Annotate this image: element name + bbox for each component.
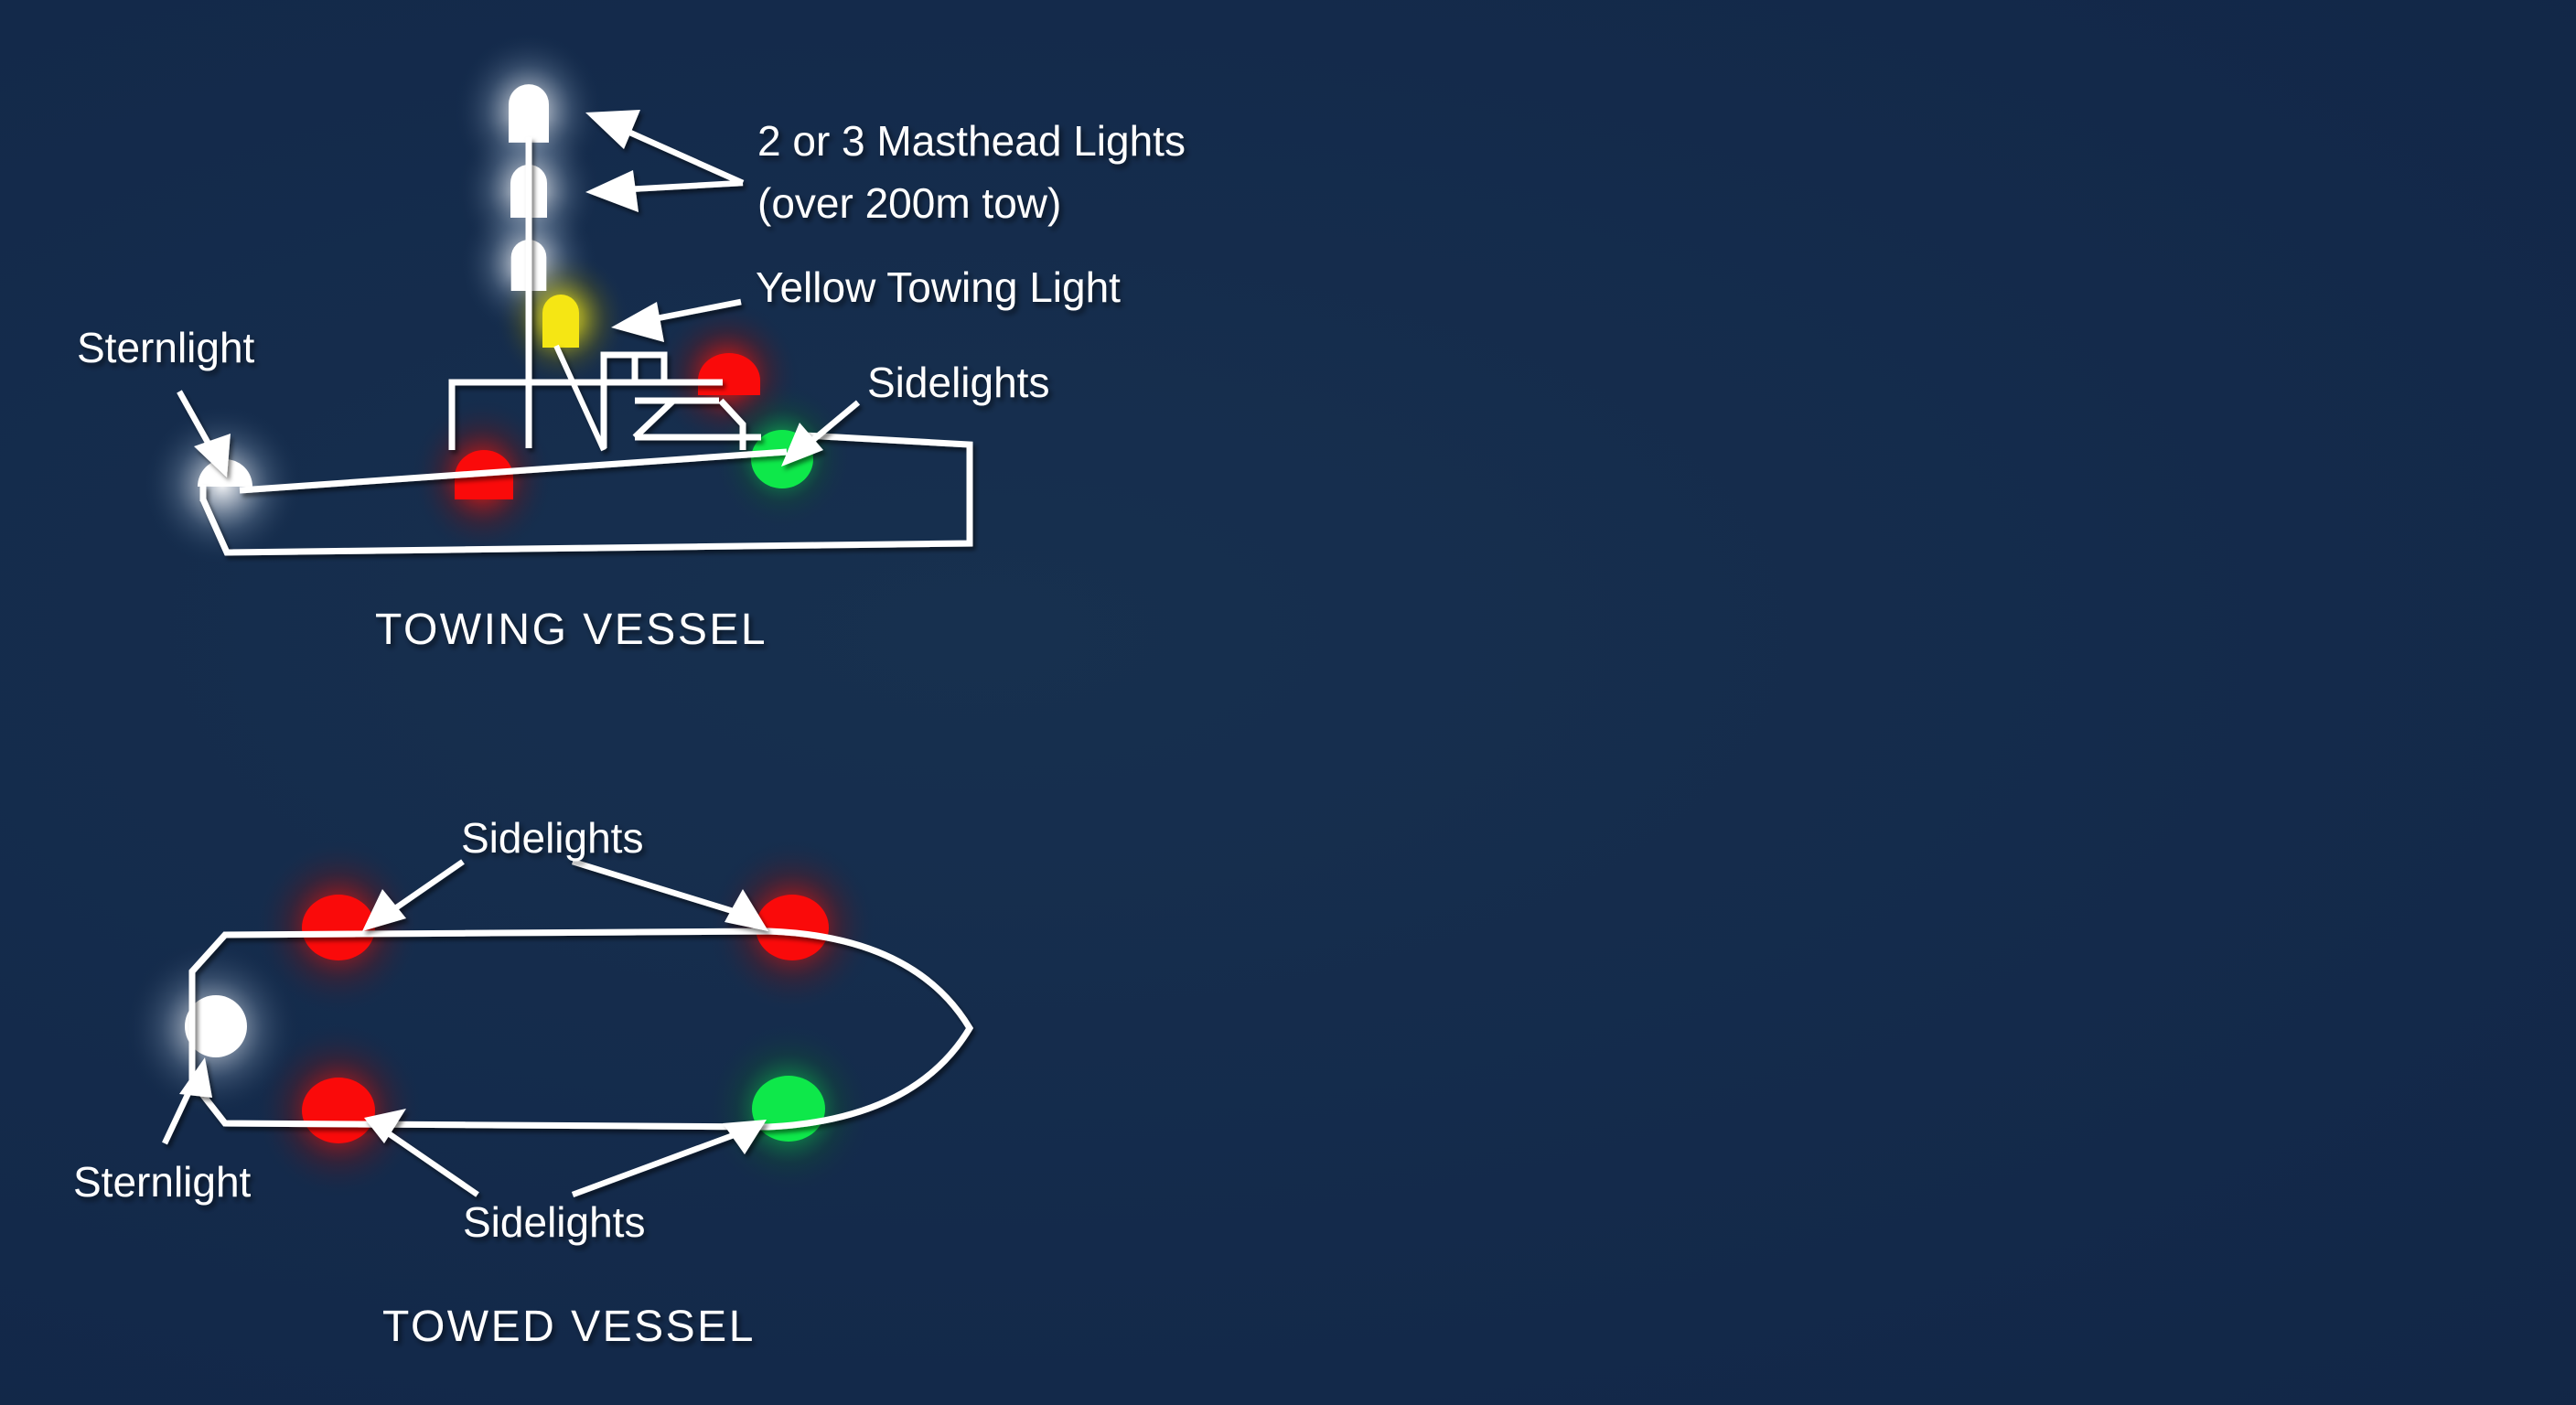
towed-vessel-caption: TOWED VESSEL xyxy=(382,1303,756,1351)
towed-starboard-sidelight-forward xyxy=(752,1076,825,1142)
towing-light-label: Yellow Towing Light xyxy=(756,263,1121,311)
wheelhouse-angle xyxy=(632,398,676,440)
towing-sternlight-leader xyxy=(177,390,231,477)
towing-sternlight-arrow-head xyxy=(194,434,231,477)
towed-sidelights-top-left-head xyxy=(362,889,406,931)
towing-sidelights-label: Sidelights xyxy=(867,359,1049,406)
towing-sidelights-leader xyxy=(781,400,861,467)
towed-sidelights-bottom-left-shaft xyxy=(388,1132,479,1197)
masthead-lights-leader xyxy=(585,110,745,212)
towing-light-arrow-head xyxy=(611,302,664,342)
masthead-arrow-upper-head xyxy=(585,110,640,149)
masthead-lights-label-line2: (over 200m tow) xyxy=(757,179,1061,227)
towed-sidelights-bottom-right-shaft xyxy=(571,1129,743,1198)
towed-port-sidelight-forward xyxy=(756,895,829,960)
towed-sidelights-bottom-left-head xyxy=(364,1109,406,1143)
towed-sternlight-leader xyxy=(162,1057,212,1145)
towed-port-sidelight-aft xyxy=(302,895,375,960)
yellow-towing-light xyxy=(542,295,579,348)
towed-sternlight xyxy=(185,995,247,1057)
towed-sidelights-bottom-leader xyxy=(364,1109,767,1198)
towed-hull-plan xyxy=(188,928,974,1131)
towing-sternlight-label: Sternlight xyxy=(77,324,255,371)
towing-vessel-group: 2 or 3 Masthead Lights (over 200m tow) Y… xyxy=(77,31,1186,654)
towed-starboard-sidelight-aft xyxy=(302,1078,375,1143)
masthead-lights-label-line1: 2 or 3 Masthead Lights xyxy=(757,117,1186,165)
deck-sheer-line xyxy=(239,448,788,494)
towed-sidelights-top-right-shaft xyxy=(572,858,746,918)
towed-sidelights-top-left-shaft xyxy=(384,859,465,917)
towed-sidelights-bottom-right-head xyxy=(723,1120,767,1154)
masthead-arrow-lower-head xyxy=(585,170,639,212)
towed-vessel-outline xyxy=(188,928,974,1131)
towing-sidelights-arrow-head xyxy=(781,423,823,467)
towed-sidelights-top-right-head xyxy=(724,889,768,931)
towed-sidelights-bottom-label: Sidelights xyxy=(463,1198,645,1246)
towed-vessel-group: Sidelights Sidelights Sternlight TOWED V… xyxy=(73,814,974,1351)
towed-sidelights-top-label: Sidelights xyxy=(461,814,643,862)
towed-sternlight-arrow-head xyxy=(179,1057,212,1098)
towing-vessel-outline xyxy=(199,137,973,556)
towing-light-leader xyxy=(611,298,742,342)
masthead-light-top xyxy=(509,84,549,143)
towing-vessel-caption: TOWING VESSEL xyxy=(375,606,767,654)
mast-stay-forward xyxy=(553,344,606,452)
towed-sternlight-label: Sternlight xyxy=(73,1158,252,1206)
hull-bottom-line xyxy=(199,432,973,556)
towed-sidelights-top-leader xyxy=(362,858,768,931)
bow-bulwark xyxy=(718,398,746,450)
